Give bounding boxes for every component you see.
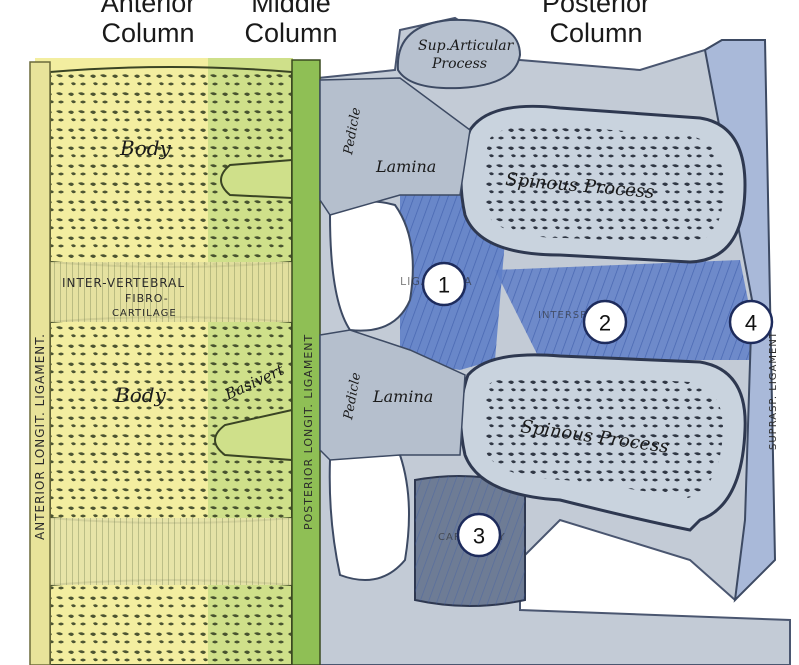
body-label-upper: Body [119,136,172,160]
badge-3-text: 3 [473,524,485,549]
body-label-lower: Body [114,383,167,407]
intervertebral-label-line2: FIBRO- [125,292,169,305]
badge-4: 4 [730,301,772,343]
badge-2-text: 2 [599,311,611,336]
sup-articular-label-line2: Process [431,56,487,72]
lamina-label-lower: Lamina [372,387,433,406]
vertebral-body-bottom [50,580,292,665]
badge-4-text: 4 [745,311,757,336]
intervertebral-label-line1: INTER-VERTEBRAL [62,276,185,290]
anterior-longit-ligament-label: ANTERIOR LONGIT. LIGAMENT. [33,333,47,540]
supraspinous-label: SUPRASP. LIGAMENT [768,331,779,450]
badge-1: 1 [423,263,465,305]
badge-1-text: 1 [438,273,450,298]
badge-2: 2 [584,301,626,343]
posterior-longit-ligament-label: POSTERIOR LONGIT. LIGAMENT [302,334,315,530]
basivertebral-notch-upper [221,160,292,198]
sup-articular-process-shape [398,20,520,88]
lamina-label-upper: Lamina [375,157,436,176]
badge-3: 3 [458,514,500,556]
sup-articular-label-line1: Sup.Articular [418,38,515,54]
intervertebral-foramen-upper [330,202,413,331]
intervertebral-foramen-lower [330,451,409,580]
intervertebral-label-line3: CARTILAGE [112,308,177,319]
